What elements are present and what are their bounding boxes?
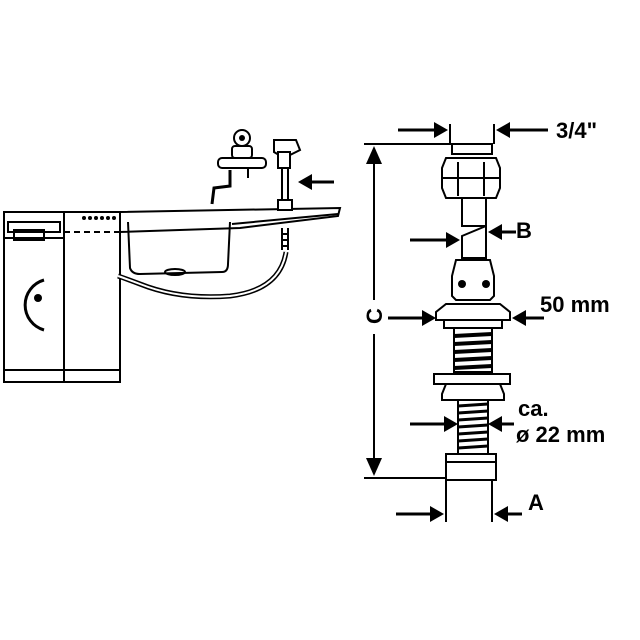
connection-pipe xyxy=(277,168,293,250)
dishwasher xyxy=(63,211,121,383)
label-diameter-value: ø 22 mm xyxy=(516,422,605,447)
dimension-plate: 50 mm xyxy=(386,292,610,326)
washing-machine xyxy=(3,211,65,383)
sink xyxy=(119,206,342,276)
dimension-b: B xyxy=(410,218,532,248)
connector-detail: 3/4" B 50 mm ca. ø 22 mm xyxy=(360,118,610,522)
faucet-icon xyxy=(210,145,267,205)
dimension-thread: 3/4" xyxy=(398,118,597,144)
label-diameter-ca: ca. xyxy=(518,396,549,421)
valve-icon xyxy=(233,129,302,169)
kitchen-scene xyxy=(3,129,342,383)
dimension-a: A xyxy=(396,480,544,522)
pointer-arrow-icon xyxy=(298,174,334,190)
label-thread-size: 3/4" xyxy=(556,118,597,143)
dimension-c: C xyxy=(360,143,452,479)
label-a: A xyxy=(528,490,544,515)
connector-part xyxy=(433,143,511,481)
label-c: C xyxy=(362,308,387,324)
dimension-diameter: ca. ø 22 mm xyxy=(410,396,605,447)
label-b: B xyxy=(516,218,532,243)
label-plate-width: 50 mm xyxy=(540,292,610,317)
